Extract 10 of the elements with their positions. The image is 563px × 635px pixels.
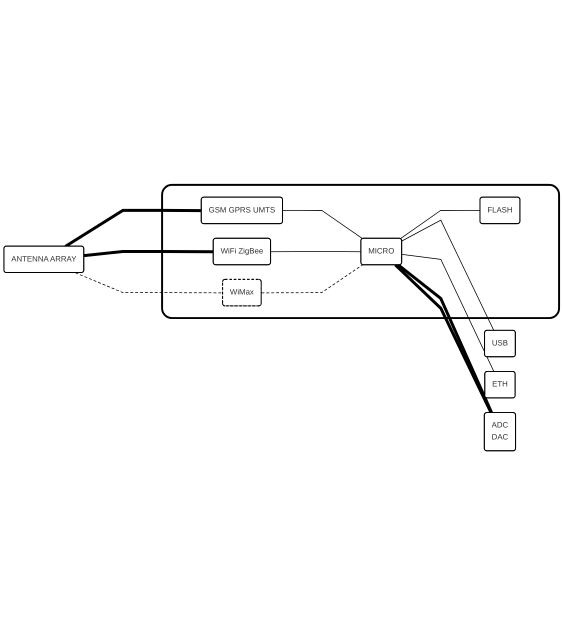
connector bbox=[402, 254, 494, 372]
connector bbox=[400, 210, 481, 239]
connector bbox=[84, 250, 214, 257]
connector bbox=[282, 210, 363, 239]
connector bbox=[270, 250, 362, 252]
connector bbox=[261, 264, 363, 293]
connector bbox=[64, 208, 202, 248]
connector bbox=[75, 272, 224, 293]
cluster bbox=[161, 184, 560, 319]
connector bbox=[402, 219, 494, 331]
